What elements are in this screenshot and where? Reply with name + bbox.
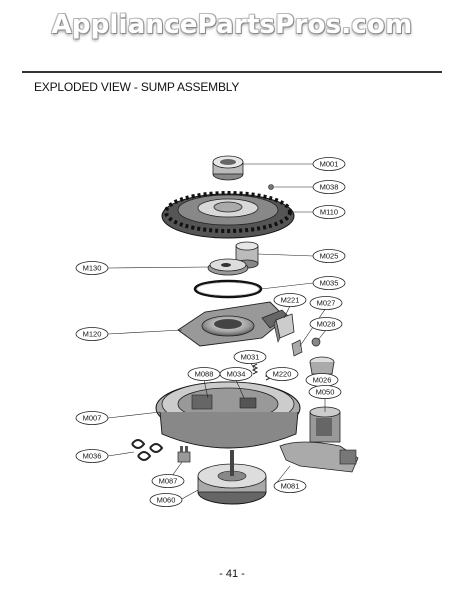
part-label-text: M220	[273, 370, 292, 379]
part-label-text: M001	[320, 160, 339, 169]
part-m221-illustration	[273, 313, 295, 343]
part-label-m035[interactable]: M035	[312, 276, 346, 290]
part-label-text: M050	[316, 388, 335, 397]
part-label-m088[interactable]: M088	[187, 367, 221, 381]
part-m036-illustration	[131, 439, 164, 461]
part-m026-illustration	[309, 356, 335, 375]
part-label-text: M035	[320, 279, 339, 288]
part-label-m026[interactable]: M026	[305, 373, 339, 387]
part-label-m120[interactable]: M120	[75, 327, 109, 341]
part-label-text: M088	[195, 370, 214, 379]
part-label-m031[interactable]: M031	[233, 350, 267, 364]
part-m081-illustration	[279, 441, 359, 473]
part-m130-illustration	[207, 258, 249, 276]
part-label-text: M031	[241, 353, 260, 362]
part-label-m081[interactable]: M081	[273, 479, 307, 493]
part-label-text: M110	[320, 208, 338, 217]
part-label-m221[interactable]: M221	[273, 293, 307, 307]
part-label-m027[interactable]: M027	[309, 296, 343, 310]
part-label-text: M221	[281, 296, 300, 305]
part-label-text: M038	[320, 183, 339, 192]
part-label-m087[interactable]: M087	[151, 474, 185, 488]
part-label-text: M120	[83, 330, 102, 339]
part-label-m110[interactable]: M110	[312, 205, 346, 219]
part-m027-illustration	[291, 339, 303, 357]
part-label-m130[interactable]: M130	[75, 261, 109, 275]
part-label-m220[interactable]: M220	[265, 367, 299, 381]
part-label-text: M036	[83, 452, 102, 461]
part-label-text: M130	[83, 264, 102, 273]
part-m087-illustration	[177, 446, 191, 463]
part-m120-illustration	[177, 301, 289, 347]
part-label-m036[interactable]: M036	[75, 449, 109, 463]
part-m001-illustration	[212, 155, 244, 181]
part-label-text: M060	[157, 496, 176, 505]
part-label-m050[interactable]: M050	[308, 385, 342, 399]
part-label-m038[interactable]: M038	[312, 180, 346, 194]
part-m035-illustration	[193, 279, 263, 299]
part-label-text: M025	[320, 252, 339, 261]
part-label-m007[interactable]: M007	[75, 411, 109, 425]
part-m110-illustration	[161, 191, 295, 239]
part-label-m060[interactable]: M060	[149, 493, 183, 507]
page-title: EXPLODED VIEW - SUMP ASSEMBLY	[34, 80, 240, 94]
leader-lines	[107, 163, 327, 501]
watermark-logo: AppliancePartsPros.com	[51, 10, 413, 40]
part-label-text: M034	[227, 370, 246, 379]
part-label-text: M026	[313, 376, 332, 385]
part-label-text: M007	[83, 414, 102, 423]
part-m007-illustration	[155, 381, 301, 449]
part-label-text: M081	[281, 482, 300, 491]
page-number: - 41 -	[219, 568, 245, 580]
part-m038-illustration	[268, 184, 274, 190]
part-label-m028[interactable]: M028	[309, 317, 343, 331]
part-label-text: M027	[317, 299, 336, 308]
part-label-m001[interactable]: M001	[312, 157, 346, 171]
part-label-text: M087	[159, 477, 178, 486]
part-label-m034[interactable]: M034	[219, 367, 253, 381]
header-rule	[22, 71, 442, 73]
part-m060-illustration	[197, 450, 267, 505]
part-m031-illustration	[251, 363, 259, 375]
part-label-m025[interactable]: M025	[312, 249, 346, 263]
part-m050-illustration	[309, 406, 341, 443]
part-label-text: M028	[317, 320, 336, 329]
